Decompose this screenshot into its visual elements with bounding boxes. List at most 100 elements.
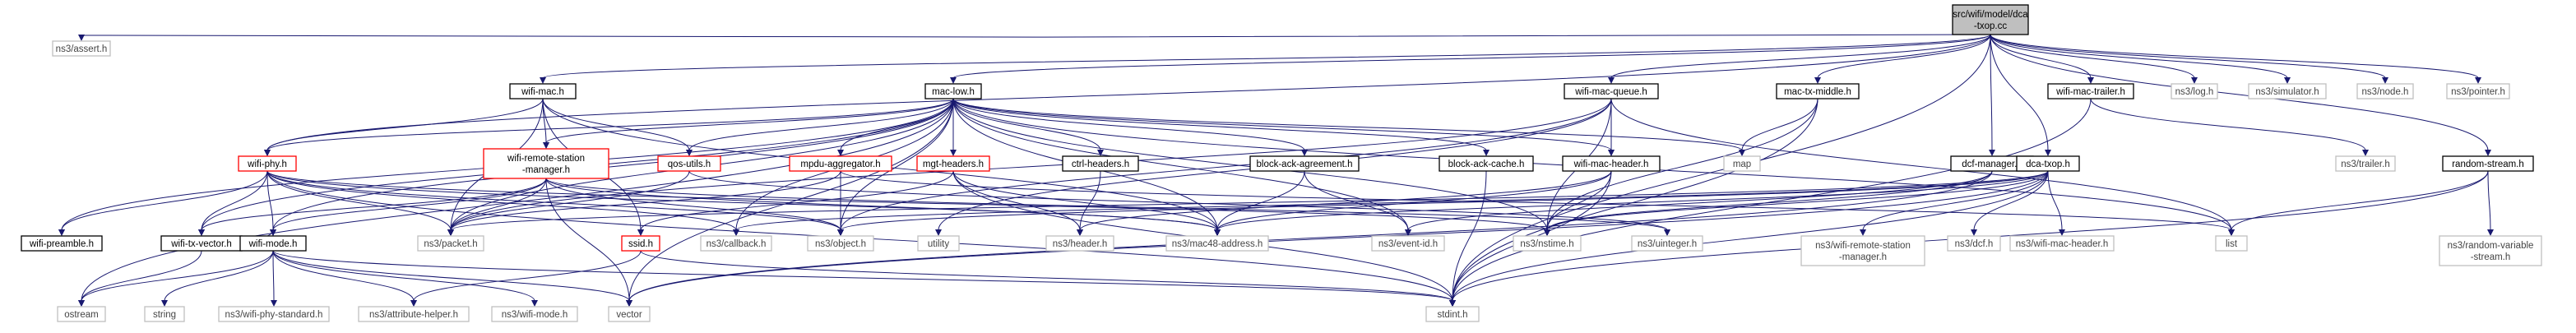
node-label: ns3/assert.h [56, 44, 108, 54]
edge-dca-txop-h-to-nstime-h [1544, 170, 2049, 236]
node-label: ns3/random-variable [2448, 241, 2534, 251]
node-random-variable-stream-h[interactable]: ns3/random-variable-stream.h [2439, 235, 2542, 266]
node-map[interactable]: map [1723, 155, 1761, 172]
node-mac-tx-middle-h[interactable]: mac-tx-middle.h [1776, 83, 1860, 99]
node-wifi-mac-queue-h[interactable]: wifi-mac-queue.h [1564, 83, 1659, 99]
node-label: string [153, 310, 176, 320]
node-label: ns3/wifi-remote-station [1815, 241, 1911, 251]
node-packet-h[interactable]: ns3/packet.h [417, 235, 484, 252]
node-mpdu-aggregator-h[interactable]: mpdu-aggregator.h [789, 155, 892, 172]
node-header-h[interactable]: ns3/header.h [1045, 235, 1114, 252]
node-label: ns3/wifi-mode.h [502, 310, 568, 320]
node-label: ns3/pointer.h [2451, 87, 2505, 97]
node-wifi-mode-ns3-h[interactable]: ns3/wifi-mode.h [491, 306, 578, 322]
node-label: utility [928, 239, 949, 249]
edge-wifi-mac-header-h-to-header-h [1077, 170, 1612, 236]
node-random-stream-h[interactable]: random-stream.h [2442, 155, 2534, 172]
node-ctrl-headers-h[interactable]: ctrl-headers.h [1062, 155, 1139, 172]
edge-wifi-remote-station-manager-h-to-wifi-tx-vector-h [198, 178, 547, 236]
edge-ssid-h-to-stdint-h [640, 250, 1456, 307]
node-wifi-phy-standard-h[interactable]: ns3/wifi-phy-standard.h [218, 306, 330, 322]
node-dca-txop-cc[interactable]: src/wifi/model/dca-txop.cc [1952, 4, 2029, 35]
node-object-h[interactable]: ns3/object.h [807, 235, 874, 252]
edge-dca-txop-h-to-dcf-h [1971, 170, 2049, 236]
node-node-h[interactable]: ns3/node.h [2356, 83, 2414, 99]
edge-dca-txop-cc-to-wifi-mac-h [540, 34, 1991, 84]
node-label: ns3/wifi-phy-standard.h [225, 310, 323, 320]
node-callback-h[interactable]: ns3/callback.h [700, 235, 772, 252]
node-mgt-headers-h[interactable]: mgt-headers.h [916, 155, 990, 172]
edge-dcf-manager-h-to-event-id-h [1405, 170, 1993, 236]
edge-mac-low-h-to-wifi-mac-header-h [952, 98, 1615, 156]
node-label: ssid.h [628, 239, 653, 249]
edge-dca-txop-h-to-mac48-address-h [1214, 170, 2049, 236]
edge-dca-txop-h-to-wifi-remote-station-manager-ns3-h [1860, 170, 2049, 236]
node-assert-h[interactable]: ns3/assert.h [52, 40, 111, 57]
node-label: ns3/packet.h [424, 239, 477, 249]
node-label: wifi-mac-queue.h [1574, 87, 1647, 97]
edge-dca-txop-cc-to-node-h [1990, 34, 2388, 84]
node-label: ns3/callback.h [707, 239, 767, 249]
node-vector[interactable]: vector [608, 306, 651, 322]
node-qos-utils-h[interactable]: qos-utils.h [657, 155, 721, 172]
node-wifi-mac-header-ns3-h[interactable]: ns3/wifi-mac-header.h [2009, 235, 2115, 252]
node-label: ns3/trailer.h [2341, 160, 2389, 169]
node-utility[interactable]: utility [917, 235, 960, 252]
edge-wifi-mac-queue-h-to-packet-h [447, 98, 1612, 236]
node-label: qos-utils.h [668, 160, 711, 169]
node-mac-low-h[interactable]: mac-low.h [924, 83, 982, 99]
node-log-h[interactable]: ns3/log.h [2171, 83, 2218, 99]
edge-wifi-tx-vector-h-to-ostream [78, 250, 202, 307]
node-string[interactable]: string [144, 306, 185, 322]
node-label: ns3/attribute-helper.h [369, 310, 458, 320]
node-simulator-h[interactable]: ns3/simulator.h [2248, 83, 2327, 99]
edge-dca-txop-cc-to-mac-low-h [950, 34, 1991, 84]
node-trailer-h[interactable]: ns3/trailer.h [2335, 155, 2396, 172]
edge-ssid-h-to-attribute-helper-h [410, 250, 642, 307]
node-wifi-tx-vector-h[interactable]: wifi-tx-vector.h [160, 235, 243, 252]
node-attribute-helper-h[interactable]: ns3/attribute-helper.h [358, 306, 470, 322]
node-label: dca-txop.h [2026, 160, 2070, 169]
edge-dca-txop-cc-to-simulator-h [1990, 34, 2291, 84]
node-list[interactable]: list [2215, 235, 2248, 252]
node-wifi-remote-station-manager-h[interactable]: wifi-remote-station-manager.h [483, 148, 609, 179]
node-pointer-h[interactable]: ns3/pointer.h [2446, 83, 2510, 99]
edge-mac-low-h-to-ostream [78, 98, 954, 307]
node-dcf-manager-h[interactable]: dcf-manager.h [1950, 155, 2034, 172]
node-block-ack-cache-h[interactable]: block-ack-cache.h [1439, 155, 1534, 172]
node-wifi-mode-h[interactable]: wifi-mode.h [239, 235, 307, 252]
node-wifi-mac-header-h[interactable]: wifi-mac-header.h [1562, 155, 1661, 172]
node-wifi-remote-station-manager-ns3-h[interactable]: ns3/wifi-remote-station-manager.h [1800, 235, 1925, 266]
edge-wifi-mac-h-to-wifi-phy-h [264, 98, 544, 156]
node-wifi-phy-h[interactable]: wifi-phy.h [238, 155, 297, 172]
node-mac48-address-h[interactable]: ns3/mac48-address.h [1165, 235, 1269, 252]
node-stdint-h[interactable]: stdint.h [1425, 306, 1480, 322]
node-nstime-h[interactable]: ns3/nstime.h [1513, 235, 1582, 252]
edge-dca-txop-cc-to-dca-txop-h [1990, 34, 2051, 156]
node-dca-txop-h[interactable]: dca-txop.h [2016, 155, 2080, 172]
edge-dca-txop-h-to-packet-h [447, 170, 2049, 236]
node-wifi-mac-trailer-h[interactable]: wifi-mac-trailer.h [2047, 83, 2134, 99]
node-wifi-preamble-h[interactable]: wifi-preamble.h [21, 235, 103, 252]
node-ostream[interactable]: ostream [57, 306, 106, 322]
edge-wifi-mode-h-to-attribute-helper-h [272, 250, 417, 307]
node-dcf-h[interactable]: ns3/dcf.h [1947, 235, 2001, 252]
edge-wifi-mode-h-to-wifi-phy-standard-h [271, 250, 277, 307]
edge-wifi-mac-queue-h-to-list [1610, 98, 2235, 236]
node-label: mpdu-aggregator.h [800, 160, 880, 169]
node-label: random-stream.h [2452, 160, 2524, 169]
edge-random-stream-h-to-random-variable-stream-h [2487, 170, 2494, 236]
edge-dca-txop-h-to-callback-h [733, 170, 2049, 236]
node-event-id-h[interactable]: ns3/event-id.h [1371, 235, 1445, 252]
node-ssid-h[interactable]: ssid.h [621, 235, 660, 252]
node-label: ostream [64, 310, 99, 320]
node-block-ack-agreement-h[interactable]: block-ack-agreement.h [1249, 155, 1360, 172]
node-label: wifi-mac-trailer.h [2055, 87, 2125, 97]
graph-nodes: src/wifi/model/dca-txop.cc ns3/assert.h wi… [21, 4, 2542, 322]
node-uinteger-h[interactable]: ns3/uinteger.h [1631, 235, 1703, 252]
node-wifi-mac-h[interactable]: wifi-mac.h [509, 83, 577, 99]
node-label: ns3/simulator.h [2255, 87, 2319, 97]
node-label: mac-low.h [932, 87, 975, 97]
edge-mac-low-h-to-block-ack-agreement-h [952, 98, 1308, 156]
